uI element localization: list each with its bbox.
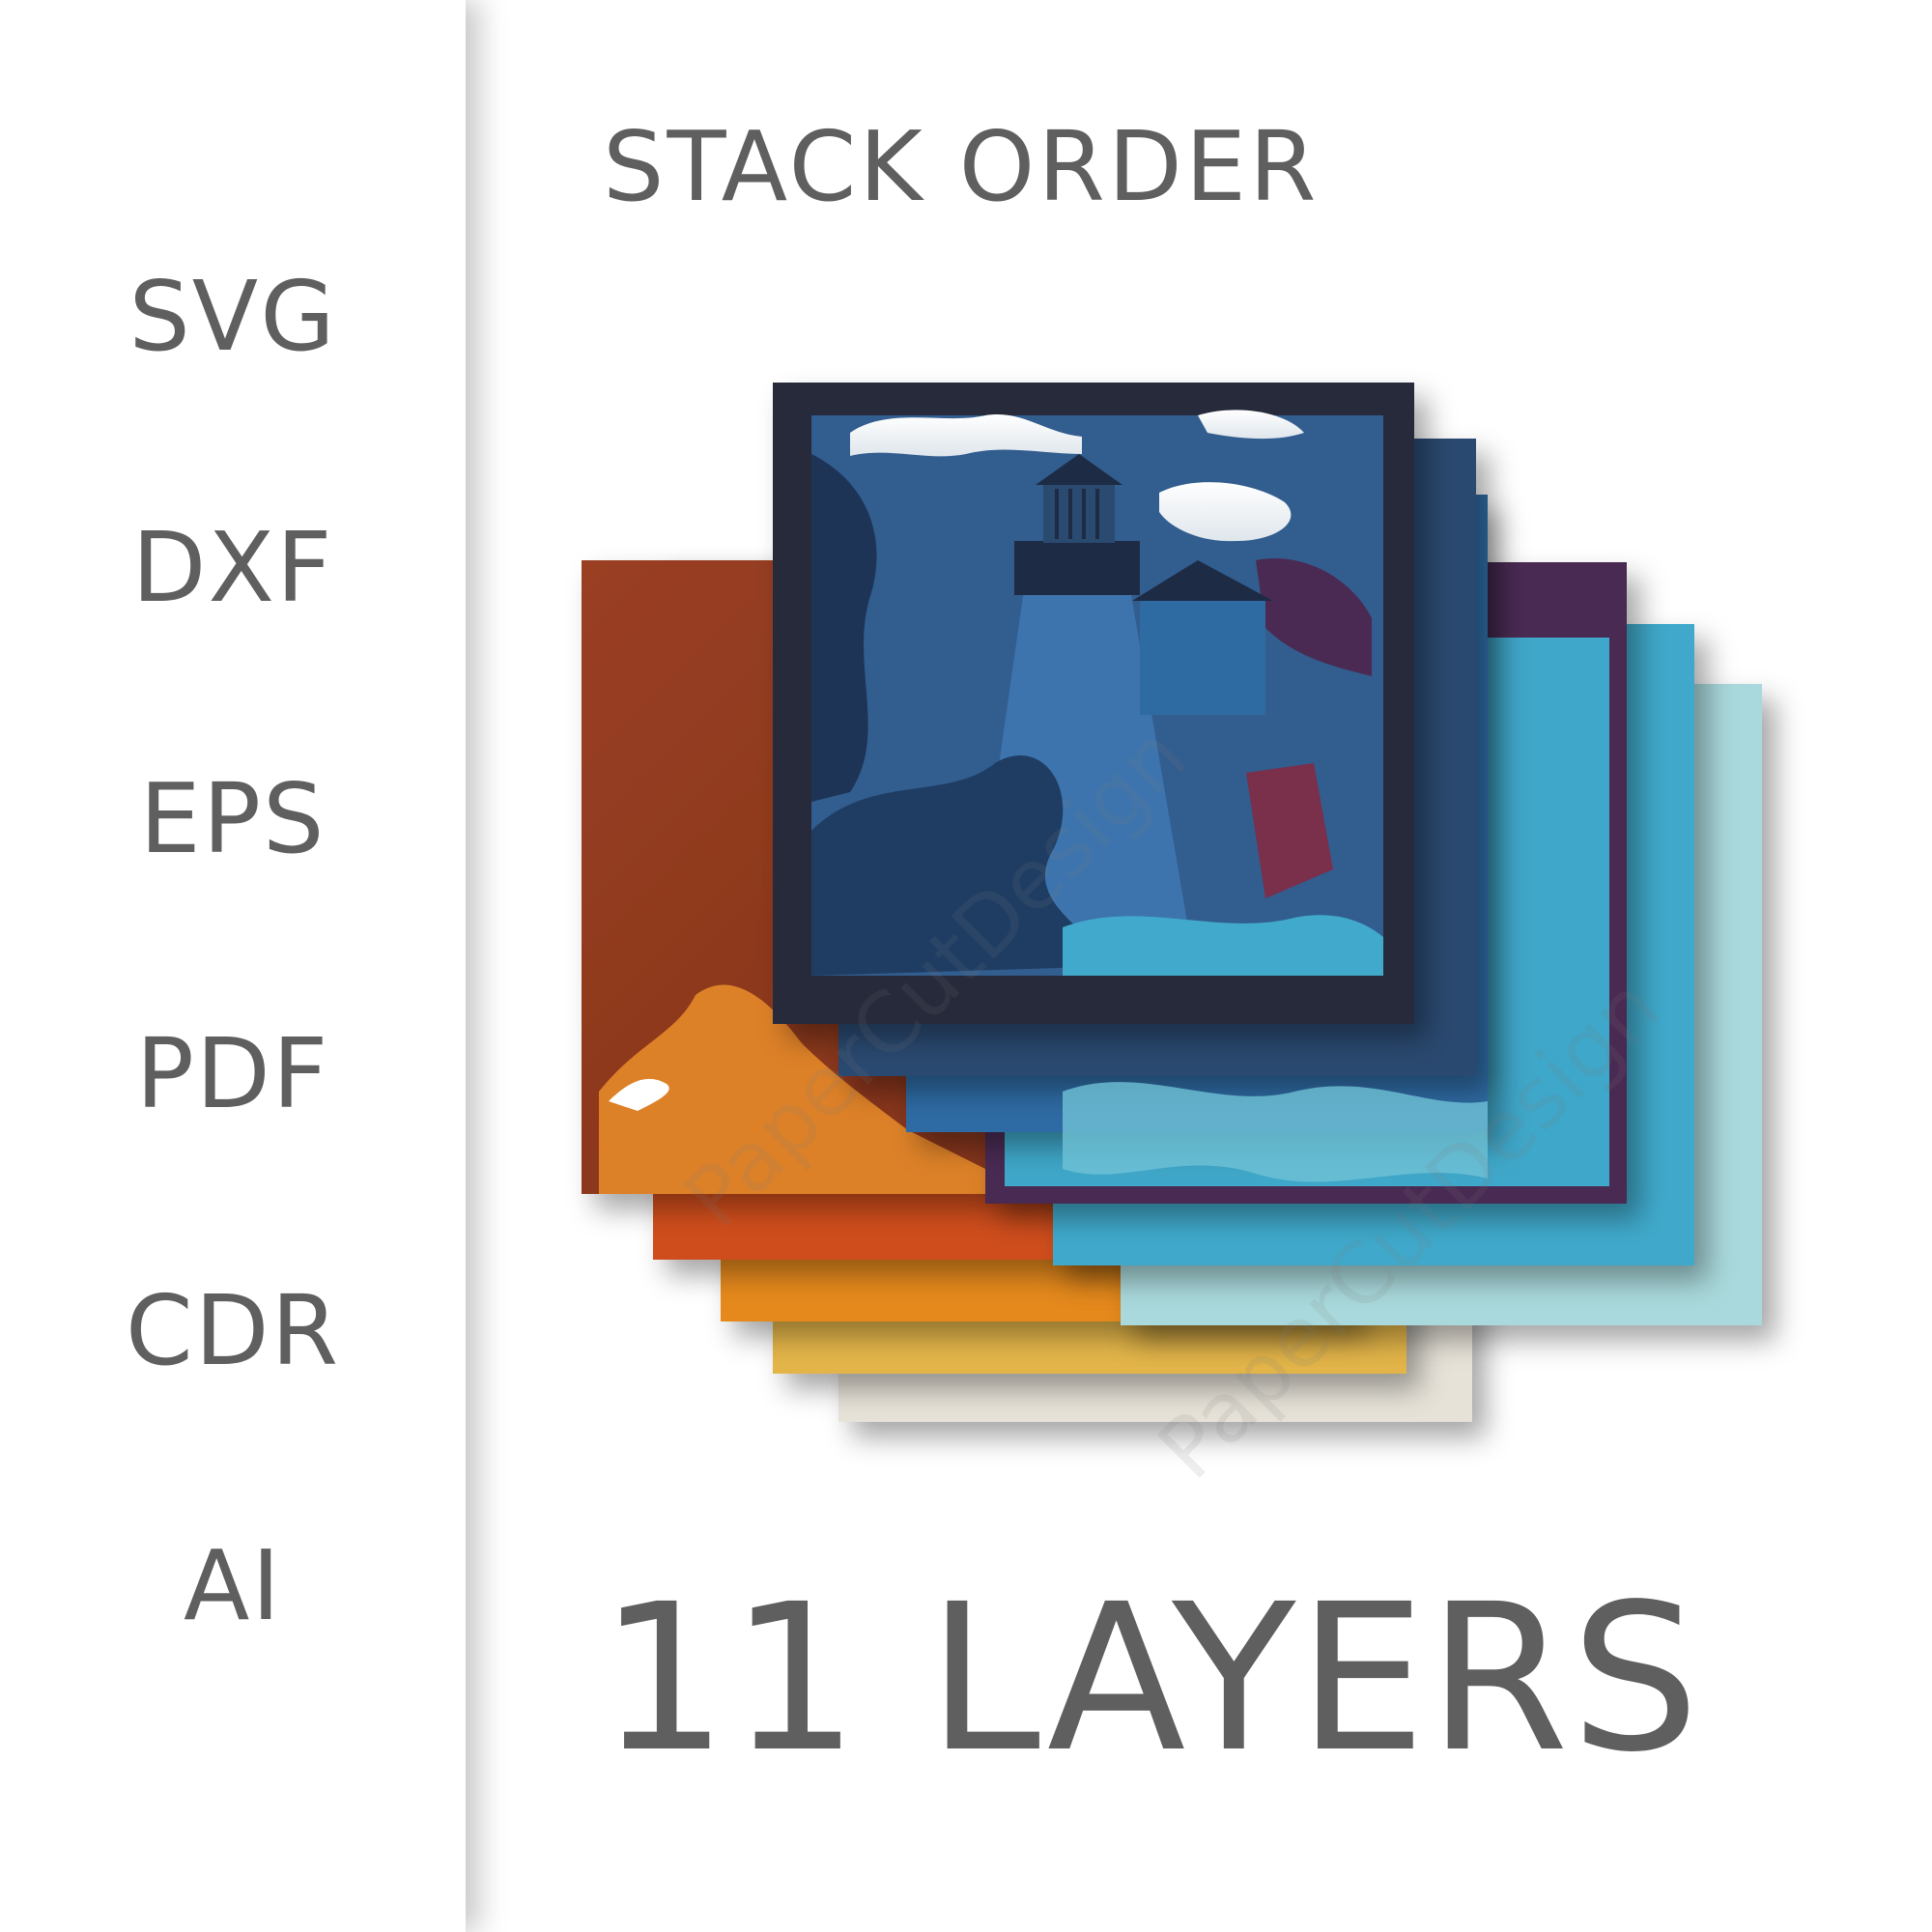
keeper-house-roof [1132, 560, 1273, 601]
lighthouse-roof [1036, 454, 1122, 485]
file-format-sidebar: SVG DXF EPS PDF CDR AI [0, 0, 466, 1932]
format-svg: SVG [128, 260, 337, 373]
sea-cutout [1063, 915, 1383, 976]
format-pdf: PDF [135, 1017, 330, 1130]
lighthouse-gallery [1014, 541, 1140, 595]
cloud-cutout [1159, 482, 1292, 542]
lighthouse-lantern [1043, 483, 1115, 543]
format-ai: AI [184, 1529, 282, 1642]
cloud-cutout-2 [1198, 410, 1304, 440]
foreground-trees-left [811, 454, 877, 802]
sky-cutout [850, 414, 1082, 457]
format-dxf: DXF [131, 511, 334, 624]
lantern-window-bars [1055, 489, 1099, 539]
foreground-foliage [811, 755, 1121, 976]
rock-cutout [1246, 763, 1333, 898]
front-layer-lighthouse [773, 383, 1414, 1024]
wave-cutout-rust [599, 984, 1024, 1194]
format-eps: EPS [139, 762, 327, 875]
wave-cutout-rust-2 [609, 1078, 669, 1111]
keeper-house [1140, 599, 1265, 715]
wave-cutout-blue [1063, 1082, 1488, 1182]
purple-sky-patch [1256, 558, 1372, 676]
format-cdr: CDR [125, 1274, 341, 1387]
stack-order-title: STACK ORDER [603, 110, 1320, 223]
layer-count-label: 11 LAYERS [599, 1560, 1702, 1797]
